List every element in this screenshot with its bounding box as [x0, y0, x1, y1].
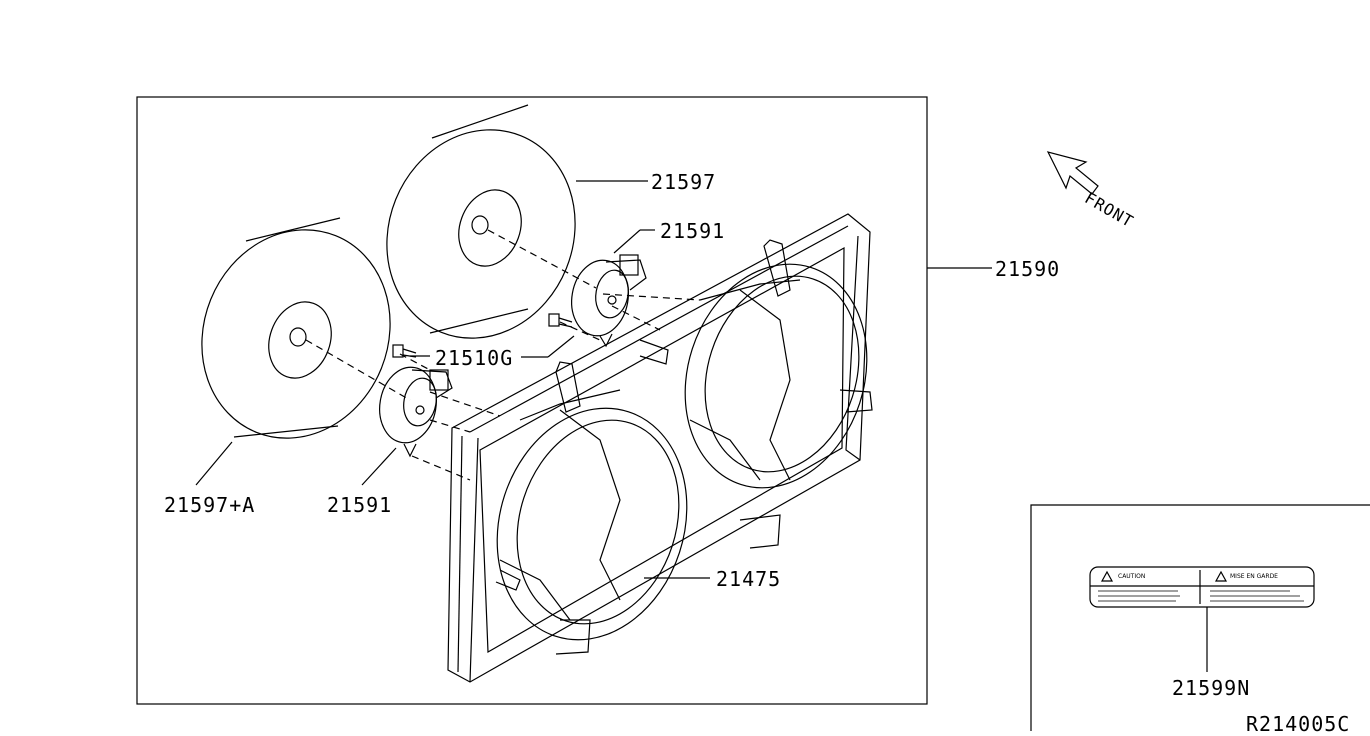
label-21475: 21475 — [716, 567, 782, 591]
leader-lines — [195, 180, 1208, 672]
caution-label — [1089, 566, 1315, 608]
warning-triangle-icon — [1100, 570, 1114, 582]
label-21591-upper: 21591 — [660, 219, 726, 243]
label-21591-lower: 21591 — [327, 493, 393, 517]
fan-upper — [386, 104, 576, 339]
motor-lower — [379, 366, 453, 458]
front-arrow-icon — [1046, 151, 1099, 195]
inset-frame-border — [1030, 504, 1370, 731]
fan-shroud — [447, 213, 873, 683]
diagram-code: R214005C — [1246, 712, 1351, 736]
warning-triangle-icon — [1214, 570, 1228, 582]
caution-title: CAUTION — [1118, 573, 1146, 580]
main-frame-border — [136, 96, 928, 705]
bolts — [392, 313, 573, 358]
label-21597: 21597 — [651, 170, 717, 194]
label-21510g: 21510G — [435, 346, 514, 370]
label-21590: 21590 — [995, 257, 1061, 281]
label-21597a: 21597+A — [164, 493, 256, 517]
label-21599n: 21599N — [1172, 676, 1251, 700]
motor-upper — [571, 254, 647, 348]
fan-lower — [201, 217, 391, 439]
mise-en-garde-title: MISE EN GARDE — [1230, 573, 1278, 580]
